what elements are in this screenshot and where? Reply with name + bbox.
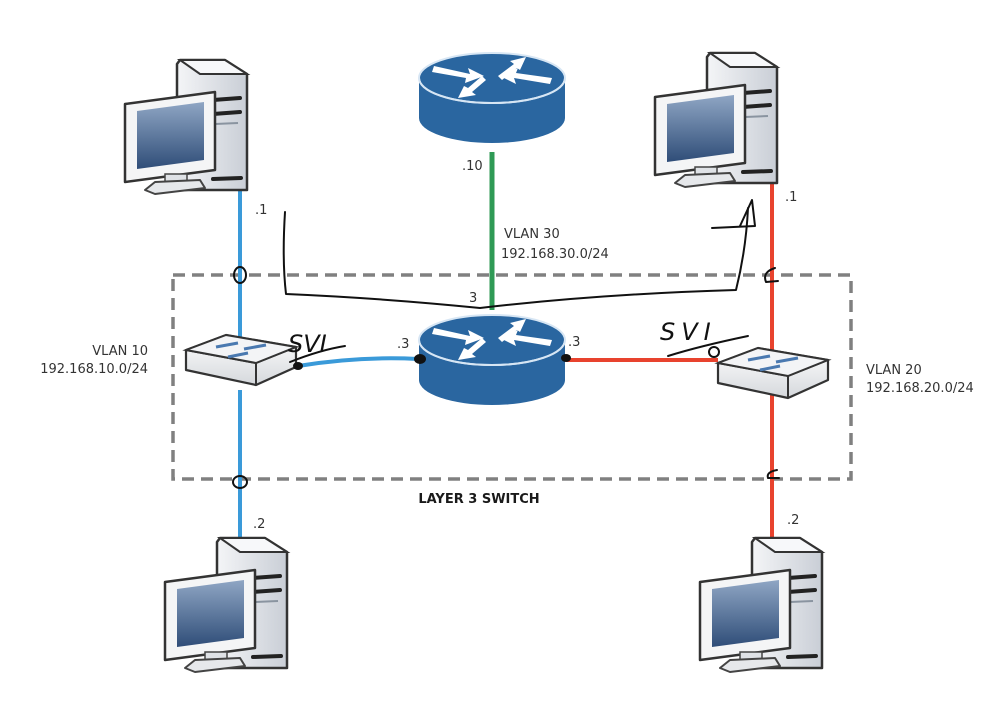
svi-right-underline	[667, 335, 749, 357]
svi-left-underline	[289, 345, 346, 363]
router-center-icon	[418, 314, 566, 406]
port-marker	[232, 475, 248, 489]
pc-bottom-right	[698, 536, 824, 674]
router-top-icon	[418, 52, 566, 144]
svi-right-label: SVI	[660, 318, 717, 346]
pc-top-left-host-label: .1	[255, 203, 267, 218]
port-marker	[708, 346, 720, 358]
svi-left-label: SVI	[288, 330, 327, 358]
port-marker	[293, 362, 303, 370]
port-marker	[766, 469, 780, 479]
port-marker	[561, 354, 571, 362]
port-marker	[414, 354, 426, 364]
arrowhead-annotation	[711, 199, 756, 229]
router-top-host-label: .10	[462, 159, 483, 174]
router-center-top-iface: 3	[469, 291, 477, 306]
layer3-switch-boundary	[171, 273, 853, 481]
layer3-switch-label: LAYER 3 SWITCH	[418, 492, 539, 507]
router-center-right-iface: .3	[568, 335, 580, 350]
router-center-left-iface: .3	[397, 337, 409, 352]
switch-left-icon	[184, 333, 298, 387]
link-vlan10-svi	[297, 356, 419, 368]
port-marker	[764, 267, 779, 283]
pc-bottom-left-host-label: .2	[253, 517, 265, 532]
pc-top-left	[123, 58, 249, 196]
vlan20-name: VLAN 20	[866, 363, 922, 378]
pc-top-right	[653, 51, 779, 189]
vlan10-subnet: 192.168.10.0/24	[40, 362, 148, 377]
traffic-path-annotation	[282, 207, 749, 309]
vlan10-name: VLAN 10	[92, 344, 148, 359]
pc-top-right-host-label: .1	[785, 190, 797, 205]
pc-bottom-left	[163, 536, 289, 674]
switch-right-icon	[716, 346, 830, 400]
pc-bottom-right-host-label: .2	[787, 513, 799, 528]
vlan20-subnet: 192.168.20.0/24	[866, 381, 974, 396]
vlan30-name: VLAN 30	[504, 227, 560, 242]
port-marker	[233, 266, 247, 284]
vlan30-subnet: 192.168.30.0/24	[501, 247, 609, 262]
